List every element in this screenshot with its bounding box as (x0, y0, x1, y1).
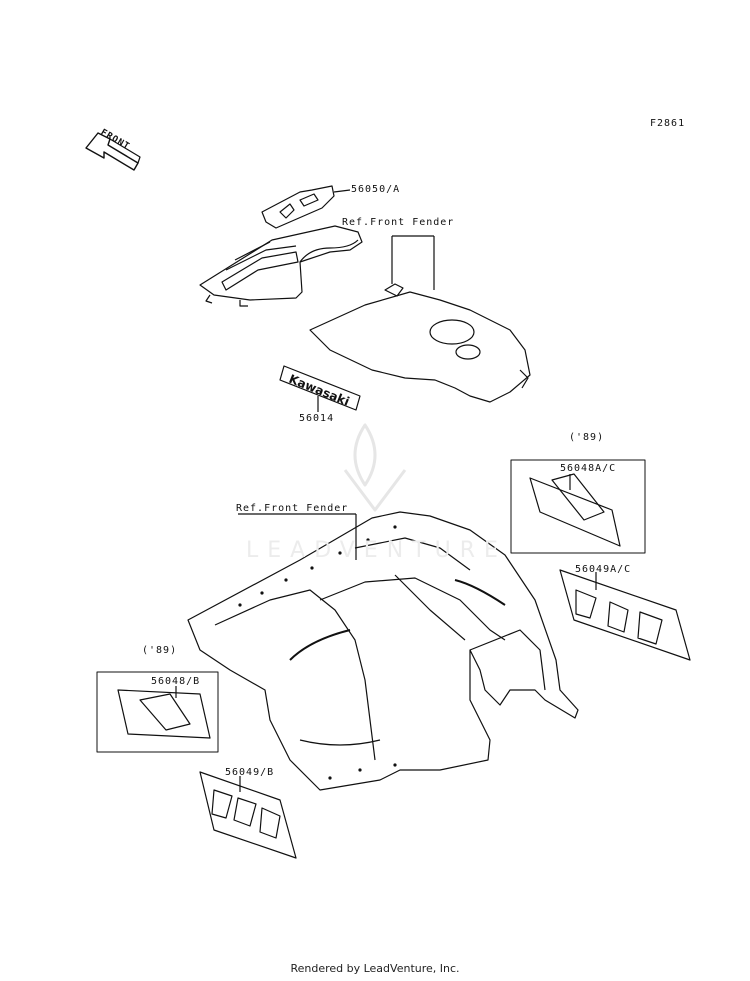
figure-code: F2861 (650, 118, 686, 129)
ref-front-fender-lower: Ref.Front Fender (236, 503, 349, 514)
part-label-56050-a[interactable]: 56050/A (351, 184, 401, 195)
box-56048-b (96, 671, 219, 753)
part-label-56048a-c[interactable]: 56048A/C (560, 463, 617, 474)
front-fender-upper-body (309, 235, 531, 403)
decal-56049a-c (559, 569, 691, 661)
upper-fender-panel (199, 225, 363, 307)
watermark-logo-icon (343, 423, 407, 512)
part-label-56014[interactable]: 56014 (299, 413, 335, 424)
decal-56048a-c (529, 473, 621, 547)
note-89-right: ('89) (569, 432, 605, 443)
svg-text:Kawasaki: Kawasaki (287, 372, 352, 409)
part-label-56049a-c[interactable]: 56049A/C (575, 564, 632, 575)
decal-56048-b (117, 686, 211, 739)
decal-56014-kawasaki: Kawasaki (279, 365, 361, 412)
part-label-56049-b[interactable]: 56049/B (225, 767, 275, 778)
part-label-56048-b[interactable]: 56048/B (151, 676, 201, 687)
fender-main-assembly (187, 511, 579, 791)
front-arrow-icon (85, 132, 141, 171)
box-56048a-c (510, 459, 646, 554)
footer-credit: Rendered by LeadVenture, Inc. (290, 962, 460, 975)
note-89-left: ('89) (142, 645, 178, 656)
decal-56049-b (199, 771, 297, 859)
watermark-text: LEADVENTURE (246, 538, 507, 563)
ref-front-fender-upper: Ref.Front Fender (342, 217, 455, 228)
decal-56050-a (261, 185, 351, 229)
